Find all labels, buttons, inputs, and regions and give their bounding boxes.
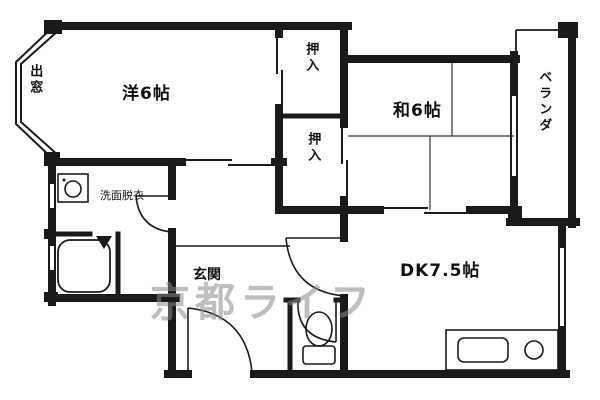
dk-label: DK7.5帖: [400, 261, 481, 281]
walls: [44, 22, 580, 378]
tatami-lines: [348, 63, 514, 210]
entrance-label: 玄関: [193, 267, 221, 283]
accordion-door-mark-icon: [96, 236, 112, 249]
kitchen-sink-icon: [445, 329, 559, 371]
bay-window-frame: [15, 25, 60, 161]
veranda-label: ベランダ: [536, 70, 552, 134]
bathtub-icon: [57, 239, 111, 293]
toilet-icon: [302, 311, 336, 365]
sliding-doors: [182, 36, 468, 214]
western-room-label: 洋6帖: [122, 84, 171, 104]
washroom-label: 洗面脱衣: [100, 189, 144, 202]
veranda-railing: [515, 29, 574, 57]
closet-top-label: 押入: [303, 42, 319, 74]
closet-mid-label: 押入: [305, 132, 321, 164]
partition-walls: [49, 113, 347, 377]
washbasin-icon: [57, 173, 89, 203]
japanese-room-label: 和6帖: [393, 101, 442, 121]
bay-window-label: 出窓: [27, 64, 43, 96]
